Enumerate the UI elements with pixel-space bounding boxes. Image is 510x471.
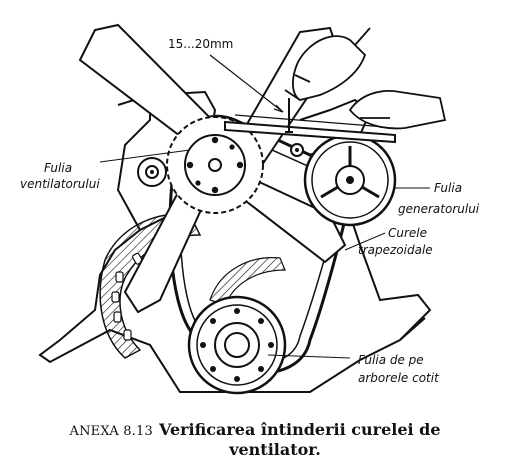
hand-icon	[284, 27, 371, 101]
figure-caption: ANEXA 8.13 Verificarea întinderii curelei…	[0, 420, 510, 459]
belt-tension-diagram: 15...20mm Fulia ventilatorului Fulia gen…	[20, 23, 480, 395]
caption-title-2: ventilator.	[229, 440, 321, 459]
tension-gauge	[224, 98, 396, 144]
leader-lines	[99, 149, 430, 359]
fan-pulley	[166, 116, 264, 214]
generator-pulley-label-1: Fulia	[434, 181, 462, 195]
generator-pulley-label-2: generatorului	[398, 202, 480, 216]
caption-number: ANEXA 8.13	[69, 424, 153, 439]
crank-pulley-label-2: arborele cotit	[358, 371, 440, 385]
generator-pulley	[303, 133, 397, 227]
measurement-label: 15...20mm	[168, 37, 233, 51]
belts-label-2: trapezoidale	[358, 243, 433, 257]
fan-pulley-label-1: Fulia	[44, 161, 72, 175]
bolt-icon	[290, 143, 304, 157]
measurement-marker	[209, 54, 284, 113]
left-idler	[137, 157, 167, 187]
crank-pulley-label-1: Fulia de pe	[358, 353, 424, 367]
belts-label-1: Curele	[388, 226, 427, 240]
crankshaft-pulley	[187, 295, 287, 395]
right-hand-icon	[348, 90, 447, 130]
fan-pulley-label-2: ventilatorului	[20, 177, 100, 191]
caption-title-1: Verificarea întinderii curelei de	[159, 420, 441, 439]
